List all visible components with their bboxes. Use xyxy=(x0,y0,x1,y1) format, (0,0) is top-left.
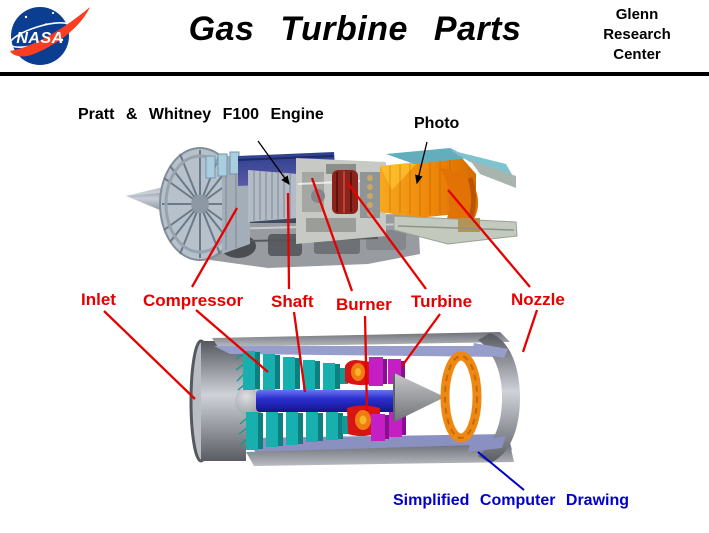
part-label-turbine: Turbine xyxy=(411,292,473,311)
part-label-burner: Burner xyxy=(336,295,392,314)
org-line-1: Glenn xyxy=(615,6,659,23)
leader-inlet-drawing xyxy=(103,310,196,400)
part-label-compressor: Compressor xyxy=(143,291,244,310)
photo-caption: Photo xyxy=(414,115,460,132)
drawing-caption: Simplified Computer Drawing xyxy=(393,492,630,509)
org-line-3: Center xyxy=(613,46,661,63)
part-label-nozzle: Nozzle xyxy=(511,290,565,309)
header-rule xyxy=(0,72,709,76)
org-line-2: Research xyxy=(603,26,671,43)
nasa-logo-icon: NASA xyxy=(9,7,90,65)
engine-name-label: Pratt & Whitney F100 Engine xyxy=(78,106,324,123)
org-name: Glenn Research Center xyxy=(581,5,693,65)
nasa-logo-text: NASA xyxy=(16,30,63,47)
engine-photo-illustration xyxy=(126,147,518,268)
part-label-shaft: Shaft xyxy=(271,292,314,311)
part-label-inlet: Inlet xyxy=(81,290,116,309)
engine-drawing-illustration xyxy=(189,332,520,466)
page-title: Gas Turbine Parts xyxy=(188,10,522,48)
